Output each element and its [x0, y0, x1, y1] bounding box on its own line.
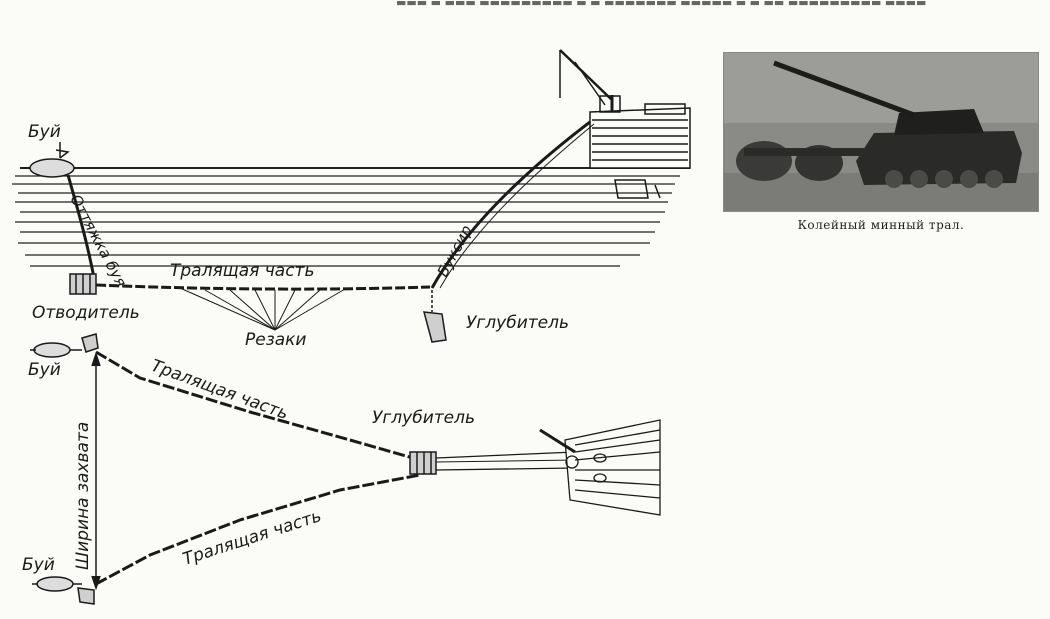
capture-width-arrow: [91, 351, 101, 591]
ship-stern: [539, 419, 661, 516]
deepener-bottom-label: Углубитель: [372, 408, 475, 428]
top-diagram: [12, 49, 691, 343]
buoy-line: [66, 174, 97, 284]
cutters-label: Резаки: [245, 330, 306, 350]
deepener-bottom-icon: [409, 451, 437, 475]
sweep-part-label: Тралящая часть: [170, 261, 314, 281]
buoy-bottom-label: Буй: [22, 555, 55, 575]
cropped-text-line: ▬▬▬ ▬ ▬▬▬ ▬▬▬▬▬▬▬▬▬ ▬ ▬ ▬▬▬▬▬▬▬ ▬▬▬▬▬ ▬ …: [396, 0, 927, 9]
otvoditel-label: Отводитель: [32, 303, 140, 323]
sweeper-ship: [559, 49, 691, 199]
sweep-chain: [95, 283, 431, 291]
tow-line-upper: [435, 451, 576, 459]
sweep-line-bottom: [95, 473, 421, 586]
photo-caption: Колейный минный трал.: [797, 218, 965, 232]
buoy-top-icon: [30, 333, 99, 358]
cutters-lines: [179, 287, 346, 331]
capture-width-label: Ширина захвата: [73, 422, 93, 570]
tow-line-lower: [435, 467, 576, 471]
buoy-label: Буй: [28, 122, 61, 142]
water-surface: [12, 167, 690, 267]
tow-cable-inner: [439, 123, 595, 289]
tank-photo: [723, 52, 1039, 212]
buoy-bottom-icon: [32, 576, 95, 605]
sweep-part-top-label: Тралящая часть: [148, 356, 291, 424]
sweep-line-top: [95, 350, 421, 462]
deepener-label: Углубитель: [466, 313, 569, 333]
tow-cable-label: Буксир: [434, 222, 476, 280]
tow-cable: [430, 120, 591, 289]
otvoditel-icon: [69, 273, 97, 295]
tow-line-mid: [435, 459, 576, 463]
bottom-diagram: [30, 333, 661, 605]
deepener-icon: [422, 290, 447, 343]
buoy-icon: [22, 142, 75, 178]
buoy-top-label: Буй: [28, 360, 61, 380]
